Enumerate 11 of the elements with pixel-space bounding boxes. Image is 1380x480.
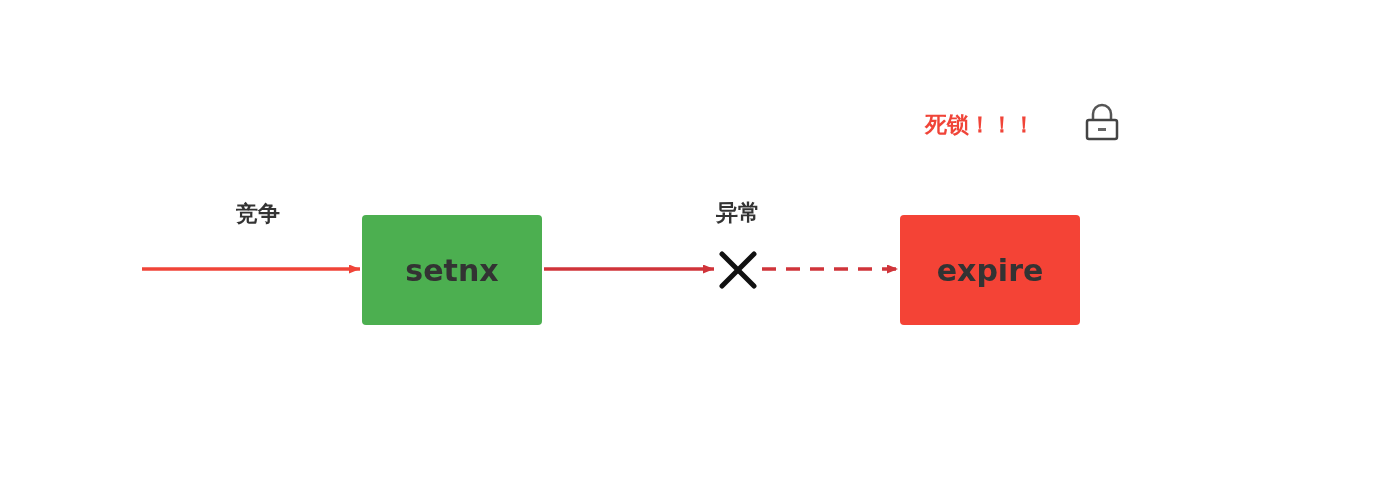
process-box — [900, 215, 1080, 325]
arrow — [762, 264, 898, 274]
node-caption: 异常 — [716, 199, 760, 227]
warning-text: 死锁！！！ — [925, 111, 1035, 139]
node-label: setnx — [405, 252, 499, 288]
edge-label: 竞争 — [236, 200, 280, 228]
process-box — [362, 215, 542, 325]
arrow — [544, 264, 714, 274]
node-label: expire — [936, 252, 1044, 288]
arrow — [142, 264, 360, 274]
cross-icon — [716, 248, 760, 292]
